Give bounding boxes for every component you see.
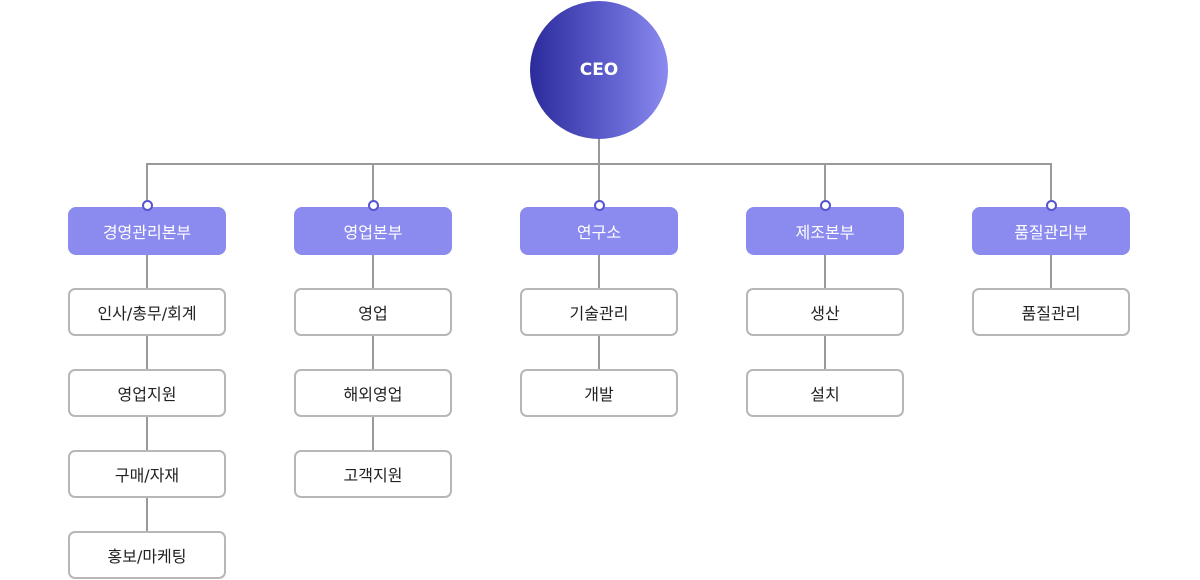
- team-label: 기술관리: [569, 304, 629, 323]
- team-label: 인사/총무/회계: [97, 304, 197, 323]
- dept-drop-line: [598, 163, 600, 206]
- team-connector-line: [146, 498, 148, 531]
- team-node: 설치: [746, 369, 904, 417]
- dept-drop-line: [1050, 163, 1052, 206]
- team-connector-line: [824, 255, 826, 288]
- team-node: 홍보/마케팅: [68, 531, 226, 579]
- dept-drop-line: [824, 163, 826, 206]
- ceo-trunk-line: [598, 139, 600, 164]
- team-label: 홍보/마케팅: [107, 547, 187, 566]
- team-node: 영업: [294, 288, 452, 336]
- team-node: 영업지원: [68, 369, 226, 417]
- department-node: 품질관리부: [972, 207, 1130, 255]
- team-node: 품질관리: [972, 288, 1130, 336]
- department-node: 제조본부: [746, 207, 904, 255]
- team-label: 고객지원: [343, 466, 403, 485]
- department-node: 연구소: [520, 207, 678, 255]
- team-label: 해외영업: [343, 385, 403, 404]
- team-label: 설치: [810, 385, 840, 404]
- team-connector-line: [146, 417, 148, 450]
- team-connector-line: [146, 255, 148, 288]
- team-connector-line: [372, 255, 374, 288]
- connector-dot: [1045, 200, 1057, 211]
- team-node: 개발: [520, 369, 678, 417]
- connector-dot: [141, 200, 153, 211]
- team-node: 기술관리: [520, 288, 678, 336]
- team-node: 해외영업: [294, 369, 452, 417]
- team-label: 품질관리: [1021, 304, 1081, 323]
- department-label: 연구소: [576, 223, 622, 242]
- team-node: 생산: [746, 288, 904, 336]
- team-connector-line: [598, 255, 600, 288]
- connector-dot: [367, 200, 379, 211]
- team-connector-line: [1050, 255, 1052, 288]
- connector-dot: [593, 200, 605, 211]
- team-label: 개발: [584, 385, 614, 404]
- team-label: 구매/자재: [114, 466, 180, 485]
- team-node: 인사/총무/회계: [68, 288, 226, 336]
- team-connector-line: [598, 336, 600, 369]
- team-connector-line: [372, 417, 374, 450]
- team-connector-line: [824, 336, 826, 369]
- dept-drop-line: [146, 163, 148, 206]
- team-connector-line: [372, 336, 374, 369]
- department-label: 영업본부: [343, 223, 403, 242]
- team-label: 영업: [358, 304, 388, 323]
- team-label: 영업지원: [117, 385, 177, 404]
- department-node: 영업본부: [294, 207, 452, 255]
- connector-dot: [819, 200, 831, 211]
- team-node: 구매/자재: [68, 450, 226, 498]
- department-node: 경영관리본부: [68, 207, 226, 255]
- department-label: 제조본부: [795, 223, 855, 242]
- team-connector-line: [146, 336, 148, 369]
- dept-drop-line: [372, 163, 374, 206]
- team-label: 생산: [810, 304, 840, 323]
- ceo-node: CEO: [530, 1, 668, 139]
- department-label: 품질관리부: [1014, 223, 1088, 242]
- team-node: 고객지원: [294, 450, 452, 498]
- ceo-label: CEO: [579, 60, 619, 80]
- department-label: 경영관리본부: [102, 223, 192, 242]
